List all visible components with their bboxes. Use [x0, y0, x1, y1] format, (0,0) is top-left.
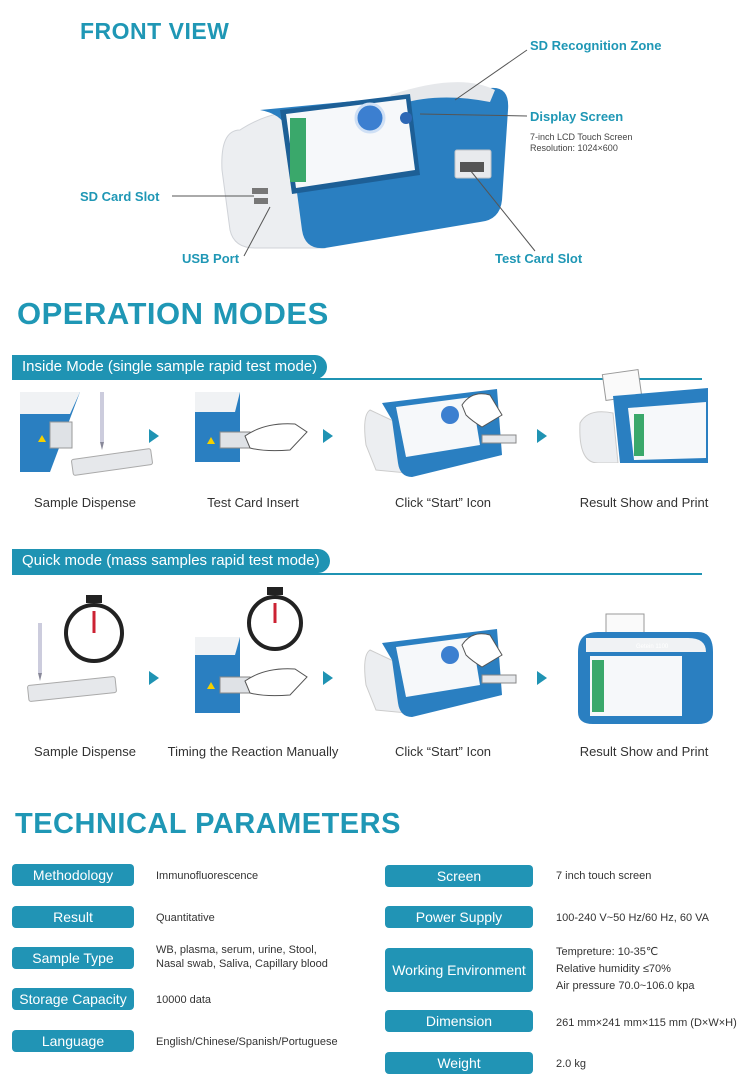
label-sd-recognition-zone: SD Recognition Zone	[530, 38, 662, 53]
param-result-label: Result	[12, 906, 134, 928]
quick-arrow-2	[323, 671, 333, 685]
quick-step-1-caption: Sample Dispense	[34, 744, 136, 759]
inside-step-click-start-image	[364, 389, 517, 477]
param-language-value: English/Chinese/Spanish/Portuguese	[156, 1036, 338, 1048]
quick-step-3-caption: Click “Start” Icon	[394, 744, 492, 759]
param-language-label: Language	[12, 1030, 134, 1052]
param-sample-type-value: WB, plasma, serum, urine, Stool, Nasal s…	[156, 944, 328, 970]
param-dimension-value: 261 mm×241 mm×115 mm (D×W×H)	[556, 1017, 737, 1029]
inside-step-test-card-insert-image	[195, 392, 308, 462]
front-view-title: FRONT VIEW	[80, 18, 230, 44]
param-working-environment-label: Working Environment	[385, 948, 533, 992]
inside-step-result-print-image	[579, 369, 708, 463]
leader-lines	[172, 49, 536, 257]
param-methodology-label: Methodology	[12, 864, 134, 886]
inside-step-1-caption: Sample Dispense	[34, 495, 136, 510]
quick-step-sample-dispense-image	[27, 595, 124, 702]
device-front-illustration	[221, 82, 509, 249]
quick-step-2-caption: Timing the Reaction Manually	[167, 744, 339, 759]
param-methodology-value: Immunofluorescence	[156, 870, 259, 882]
label-test-card-slot: Test Card Slot	[495, 251, 583, 266]
param-power-supply-value: 100-240 V~50 Hz/60 Hz, 60 VA	[556, 912, 709, 924]
param-dimension-label: Dimension	[385, 1010, 533, 1032]
operation-modes-title: OPERATION MODES	[17, 296, 329, 331]
device-brand-text: Getein 1100	[636, 644, 669, 650]
technical-parameters-title: TECHNICAL PARAMETERS	[15, 808, 401, 840]
quick-step-timing-image	[195, 587, 308, 713]
param-screen-value: 7 inch touch screen	[556, 870, 652, 882]
inside-arrow-1	[149, 429, 159, 443]
param-result-value: Quantitative	[156, 912, 215, 924]
param-power-supply-label: Power Supply	[385, 906, 533, 928]
quick-arrow-1	[149, 671, 159, 685]
label-display-detail-2: Resolution: 1024×600	[530, 143, 618, 153]
inside-arrow-3	[537, 429, 547, 443]
param-sample-type-label: Sample Type	[12, 947, 134, 969]
label-display-screen: Display Screen	[530, 109, 624, 124]
param-storage-capacity-label: Storage Capacity	[12, 988, 134, 1010]
label-display-detail-1: 7-inch LCD Touch Screen	[530, 132, 633, 142]
inside-step-4-caption: Result Show and Print	[579, 495, 709, 510]
quick-step-4-caption: Result Show and Print	[579, 744, 709, 759]
inside-arrow-2	[323, 429, 333, 443]
label-usb-port: USB Port	[182, 251, 240, 266]
param-weight-value: 2.0 kg	[556, 1058, 586, 1070]
param-working-environment-value: Tempreture: 10-35℃ Relative humidity ≤70…	[556, 946, 695, 992]
inside-step-sample-dispense-image	[20, 392, 153, 476]
quick-arrow-3	[537, 671, 547, 685]
quick-step-result-print-image: Getein 1100	[578, 613, 713, 724]
inside-step-3-caption: Click “Start” Icon	[394, 495, 492, 510]
label-sd-card-slot: SD Card Slot	[80, 189, 160, 204]
inside-mode-divider	[12, 378, 702, 380]
inside-step-2-caption: Test Card Insert	[207, 495, 299, 510]
param-storage-capacity-value: 10000 data	[156, 994, 212, 1006]
param-weight-label: Weight	[385, 1052, 533, 1074]
quick-mode-divider	[12, 573, 702, 575]
inside-mode-label: Inside Mode (single sample rapid test mo…	[12, 355, 328, 379]
quick-mode-label: Quick mode (mass samples rapid test mode…	[12, 549, 330, 573]
param-screen-label: Screen	[385, 865, 533, 887]
quick-step-click-start-image	[364, 629, 517, 717]
